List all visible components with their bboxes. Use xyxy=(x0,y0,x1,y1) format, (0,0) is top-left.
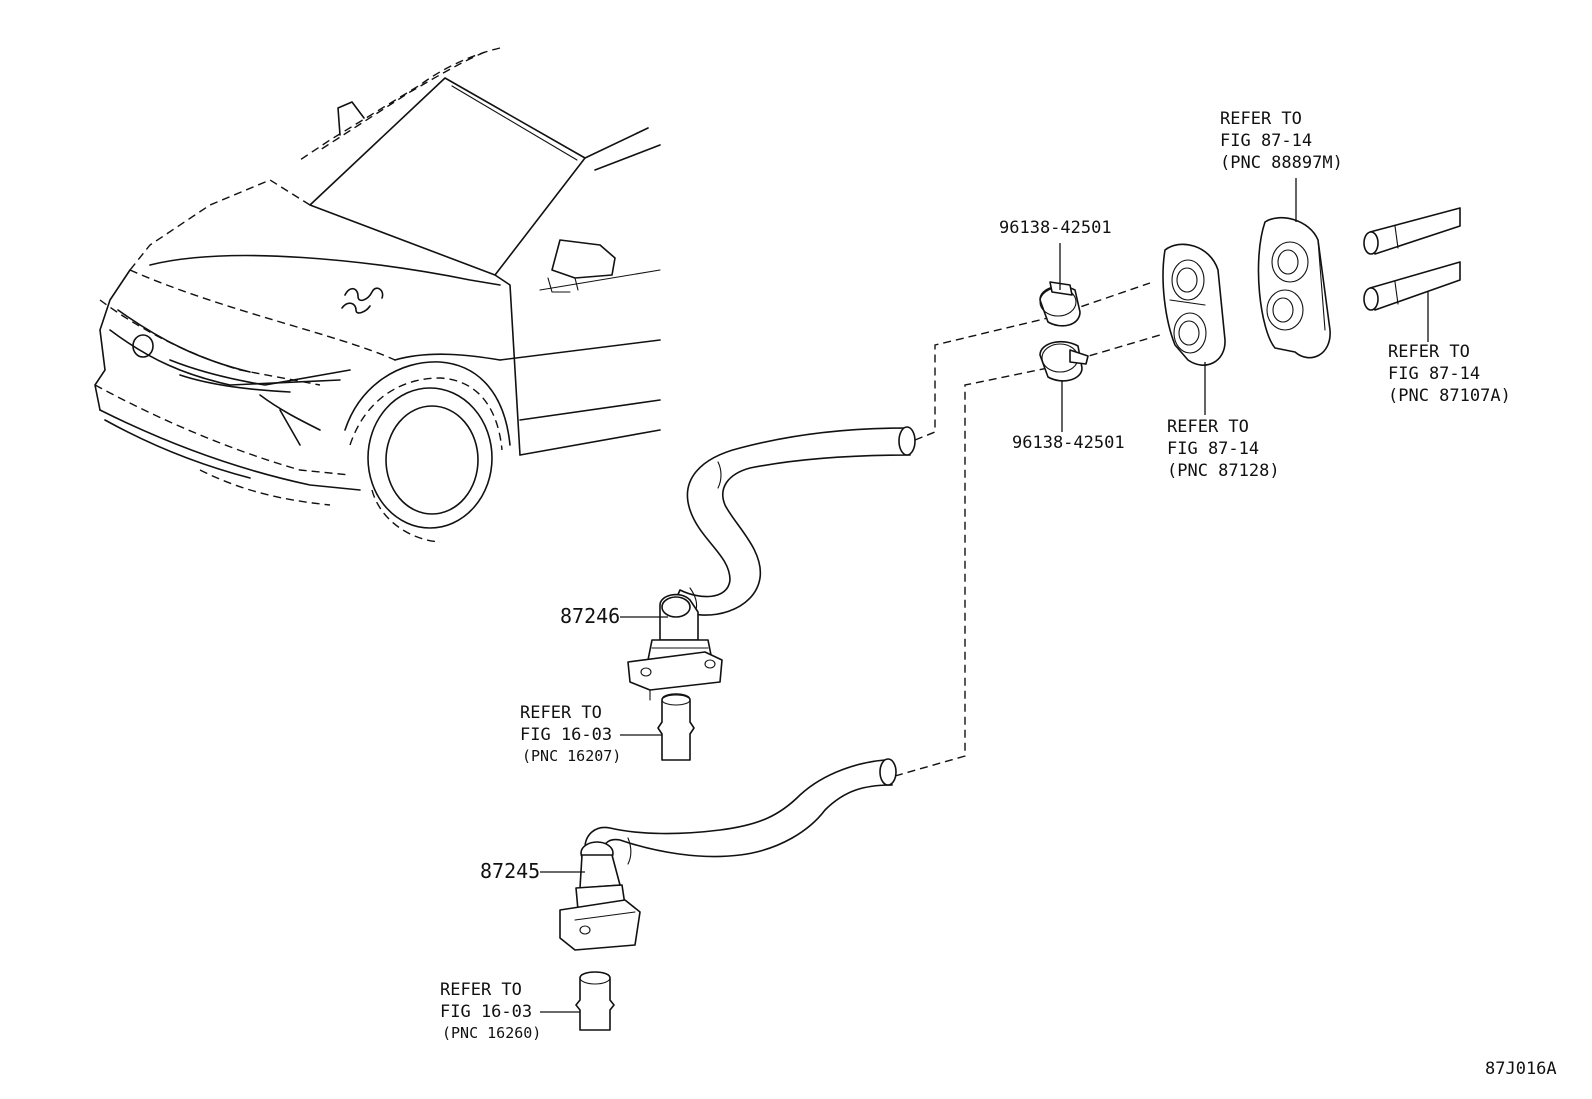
reference-pnc-text: (PNC 87128) xyxy=(1167,461,1280,481)
reference-pnc-text: (PNC 88897M) xyxy=(1220,153,1343,173)
reference-refer-text: REFER TO xyxy=(1388,342,1470,362)
reference-pnc-text: (PNC 16260) xyxy=(442,1024,541,1042)
reference-fig-text: FIG 87-14 xyxy=(1388,364,1480,384)
reference-fig-text: FIG 16-03 xyxy=(440,1002,532,1022)
grommet-87128 xyxy=(1162,243,1226,366)
reference-fig-text: FIG 87-14 xyxy=(1167,439,1259,459)
callout-96138-42501-lower[interactable]: 96138-42501 xyxy=(1012,433,1125,453)
reference-pnc-text: (PNC 16207) xyxy=(522,747,621,765)
reference-refer-text: REFER TO xyxy=(1220,109,1302,129)
leader-lines xyxy=(540,178,1429,1013)
reference-88897M[interactable]: REFER TO FIG 87-14 (PNC 88897M) xyxy=(1220,109,1343,173)
reference-refer-text: REFER TO xyxy=(440,980,522,1000)
reference-16207[interactable]: REFER TO FIG 16-03 (PNC 16207) xyxy=(520,703,621,765)
connection-lines xyxy=(894,282,1161,777)
reference-87128[interactable]: REFER TO FIG 87-14 (PNC 87128) xyxy=(1167,417,1280,481)
reference-87107A[interactable]: REFER TO FIG 87-14 (PNC 87107A) xyxy=(1388,342,1511,406)
pipes-87107A xyxy=(1363,207,1461,311)
hose-87246 xyxy=(671,426,916,616)
reference-refer-text: REFER TO xyxy=(1167,417,1249,437)
pipe-16207 xyxy=(657,693,695,761)
diagram-id: 87J016A xyxy=(1485,1059,1557,1079)
reference-pnc-text: (PNC 87107A) xyxy=(1388,386,1511,406)
reference-fig-text: FIG 87-14 xyxy=(1220,131,1312,151)
reference-16260[interactable]: REFER TO FIG 16-03 (PNC 16260) xyxy=(440,980,541,1042)
connector-87246 xyxy=(627,593,723,701)
callout-96138-42501-upper[interactable]: 96138-42501 xyxy=(999,218,1112,238)
callout-87246[interactable]: 87246 xyxy=(560,604,620,628)
connector-87245 xyxy=(559,841,641,951)
clamp-lower xyxy=(1039,340,1089,382)
hose-87245 xyxy=(584,758,897,865)
clamp-upper xyxy=(1039,281,1081,327)
vehicle-illustration xyxy=(94,47,661,543)
pipe-16260 xyxy=(575,971,615,1031)
reference-fig-text: FIG 16-03 xyxy=(520,725,612,745)
callout-87245[interactable]: 87245 xyxy=(480,859,540,883)
reference-refer-text: REFER TO xyxy=(520,703,602,723)
plate-88897M xyxy=(1257,216,1331,359)
